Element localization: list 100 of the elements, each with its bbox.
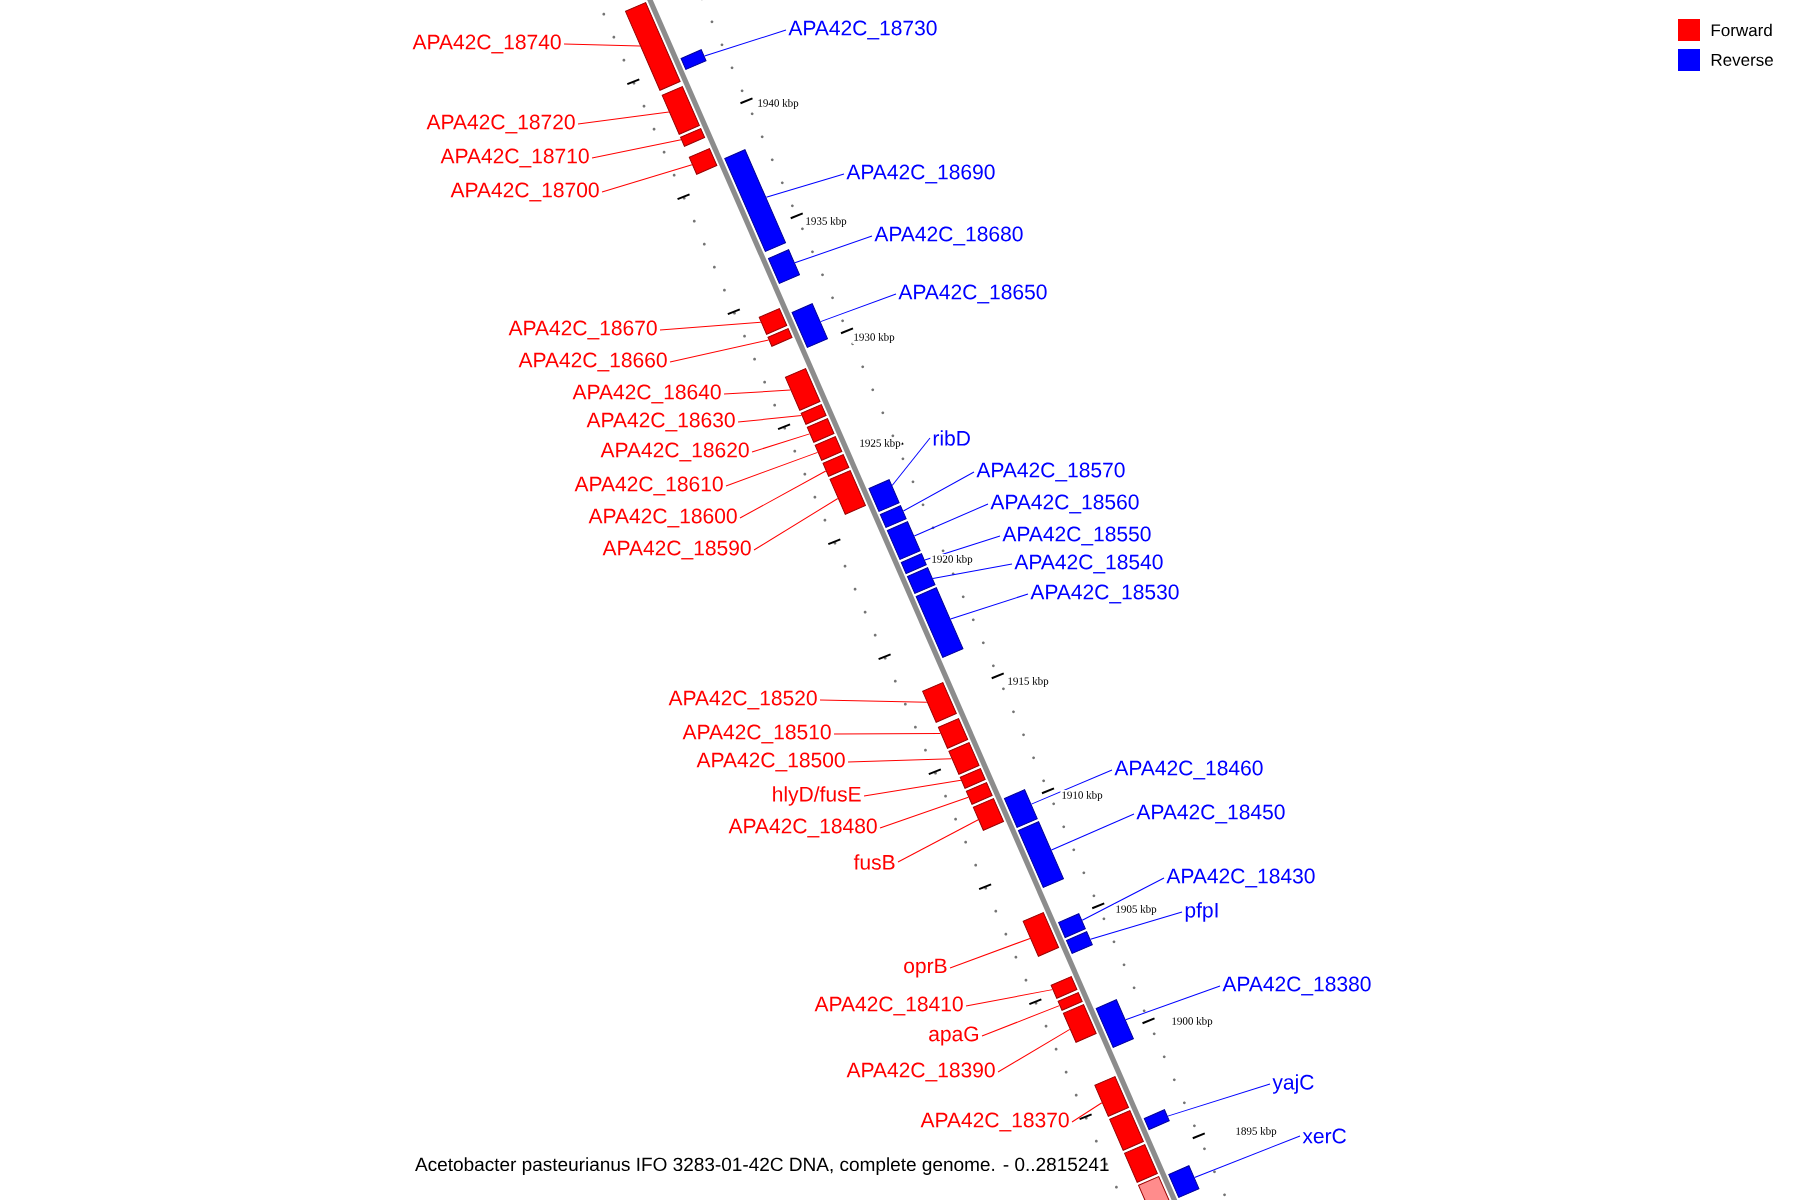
leader-line bbox=[863, 779, 962, 797]
gene-label: APA42C_18370 bbox=[920, 1112, 1069, 1132]
leader-line bbox=[924, 535, 1001, 561]
gene-label: APA42C_18550 bbox=[1002, 526, 1151, 546]
leader-line bbox=[833, 732, 941, 735]
gene-block bbox=[1143, 1109, 1170, 1130]
leader-line bbox=[563, 43, 641, 47]
gene-label: hlyD/fusE bbox=[773, 786, 861, 806]
gene-block bbox=[822, 454, 850, 477]
leader-line bbox=[897, 819, 979, 863]
gene-block bbox=[791, 303, 828, 348]
gene-block bbox=[1050, 976, 1078, 999]
gene-block bbox=[915, 587, 964, 658]
gene-label: APA42C_18520 bbox=[668, 690, 817, 710]
gene-label: APA42C_18740 bbox=[412, 34, 561, 54]
gene-label: APA42C_18710 bbox=[440, 148, 589, 168]
leader-line bbox=[577, 111, 670, 125]
leader-line bbox=[891, 437, 931, 486]
gene-block bbox=[972, 798, 1004, 831]
gene-label: APA42C_18410 bbox=[814, 996, 963, 1016]
leader-line bbox=[751, 433, 811, 453]
gene-label: oprB bbox=[904, 958, 947, 978]
gene-label: ribD bbox=[933, 430, 970, 446]
leader-line bbox=[737, 415, 803, 423]
leader-line bbox=[847, 758, 953, 763]
leader-line bbox=[932, 563, 1013, 579]
leader-line bbox=[820, 293, 897, 323]
gene-block bbox=[1017, 821, 1064, 888]
leader-line bbox=[949, 937, 1031, 969]
gene-label: APA42C_18720 bbox=[426, 114, 575, 134]
gene-label: APA42C_18390 bbox=[846, 1062, 995, 1082]
gene-label: APA42C_18500 bbox=[696, 752, 845, 772]
gene-label: APA42C_18570 bbox=[976, 462, 1125, 482]
gene-block bbox=[948, 742, 980, 775]
gene-label: APA42C_18560 bbox=[990, 494, 1139, 514]
gene-block bbox=[959, 768, 986, 789]
gene-label: APA42C_18430 bbox=[1166, 868, 1315, 888]
gene-label: APA42C_18730 bbox=[788, 20, 937, 40]
gene-label: APA42C_18450 bbox=[1136, 804, 1285, 824]
leader-line bbox=[725, 451, 819, 487]
gene-block bbox=[814, 436, 843, 461]
gene-block bbox=[767, 249, 800, 284]
gene-label: APA42C_18480 bbox=[728, 818, 877, 838]
gene-label: APA42C_18610 bbox=[574, 476, 723, 496]
gene-block bbox=[937, 718, 969, 749]
gene-block bbox=[800, 404, 827, 425]
gene-label: APA42C_18590 bbox=[602, 540, 751, 560]
leader-line bbox=[1050, 813, 1135, 851]
leader-line bbox=[950, 593, 1029, 620]
gene-label: APA42C_18600 bbox=[588, 508, 737, 528]
leader-line bbox=[819, 699, 928, 703]
leader-line bbox=[913, 503, 989, 537]
gene-label: APA42C_18540 bbox=[1014, 554, 1163, 574]
gene-block bbox=[806, 418, 835, 443]
gene-block bbox=[1095, 999, 1134, 1048]
gene-label: APA42C_18690 bbox=[846, 164, 995, 184]
gene-block bbox=[879, 505, 907, 528]
gene-label: APA42C_18700 bbox=[450, 182, 599, 202]
leader-line bbox=[1090, 911, 1183, 940]
gene-block bbox=[724, 149, 786, 252]
leader-line bbox=[1081, 877, 1165, 921]
gene-block bbox=[906, 567, 936, 594]
leader-line bbox=[1167, 1083, 1271, 1117]
gene-block bbox=[625, 2, 681, 91]
leader-line bbox=[591, 139, 682, 159]
legend-label: Forward bbox=[1711, 23, 1772, 37]
gene-label: xerC bbox=[1302, 1128, 1346, 1144]
leader-line bbox=[1194, 1135, 1301, 1178]
gene-label: APA42C_18670 bbox=[508, 320, 657, 340]
leader-line bbox=[765, 173, 845, 198]
leader-line bbox=[794, 235, 873, 264]
leader-line bbox=[965, 989, 1053, 1007]
leader-line bbox=[723, 389, 791, 395]
gene-label: fusB bbox=[853, 854, 895, 870]
gene-block bbox=[1022, 912, 1060, 957]
gene-block bbox=[680, 128, 706, 147]
leader-line bbox=[997, 1028, 1071, 1073]
leader-line bbox=[669, 339, 770, 363]
gene-block bbox=[1057, 992, 1083, 1011]
gene-label: APA42C_18380 bbox=[1222, 976, 1371, 996]
leader-line bbox=[753, 498, 839, 551]
gene-block bbox=[1094, 1076, 1129, 1117]
leader-line bbox=[659, 321, 762, 331]
gene-label: apaG bbox=[929, 1026, 978, 1046]
gene-label: APA42C_18460 bbox=[1114, 760, 1263, 780]
gene-block bbox=[1124, 1144, 1158, 1183]
gene-block bbox=[1058, 913, 1086, 938]
gene-label: yajC bbox=[1272, 1074, 1314, 1094]
gene-label: APA42C_18630 bbox=[586, 412, 735, 432]
gene-label: APA42C_18650 bbox=[898, 284, 1047, 304]
gene-label: APA42C_18510 bbox=[682, 724, 831, 744]
gene-block bbox=[965, 782, 993, 805]
gene-block bbox=[680, 49, 707, 70]
gene-label: APA42C_18680 bbox=[874, 226, 1023, 246]
caption: Acetobacter pasteurianus IFO 3283-01-42C DNA, complete genome. - 0..2815241 bbox=[415, 1157, 1109, 1175]
leader-line bbox=[739, 470, 827, 519]
leader-line bbox=[902, 471, 975, 512]
gene-label: APA42C_18620 bbox=[600, 442, 749, 462]
leader-line bbox=[601, 164, 693, 193]
gene-block bbox=[1168, 1165, 1200, 1198]
